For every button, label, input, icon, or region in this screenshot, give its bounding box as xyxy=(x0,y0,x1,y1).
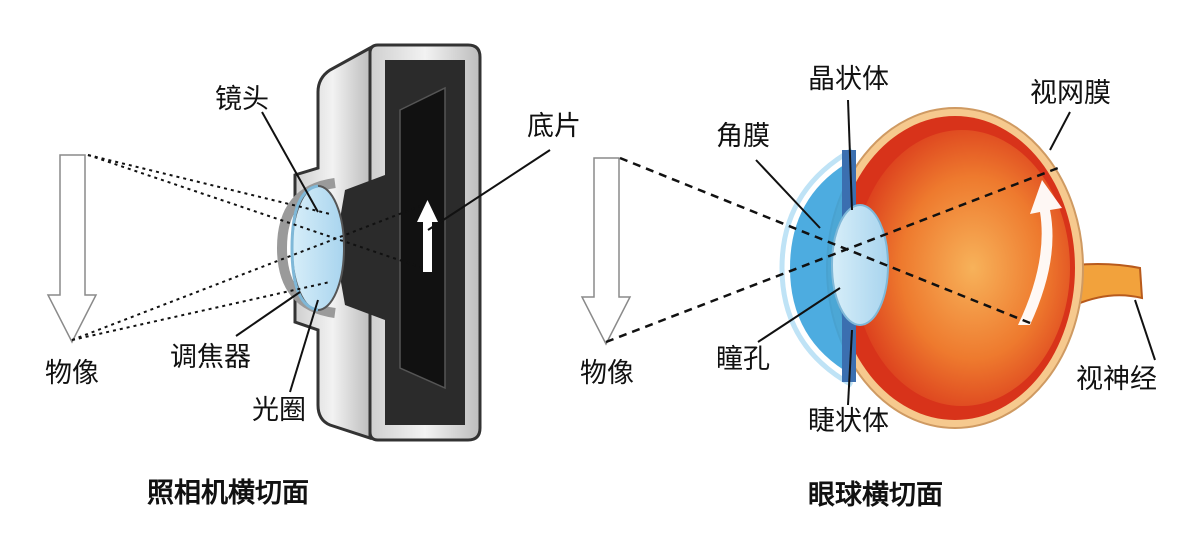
eye-light-rays xyxy=(605,156,1059,344)
label-camera-focus: 调焦器 xyxy=(170,342,251,373)
eye-object-arrow xyxy=(580,157,632,346)
eye-illustration xyxy=(580,99,1156,429)
label-eye-object: 物像 xyxy=(580,358,634,389)
camera-image-arrow xyxy=(417,200,438,272)
cornea-outline xyxy=(779,147,854,388)
camera-leader-lines xyxy=(235,111,551,393)
label-eye-pupil: 瞳孔 xyxy=(716,344,770,375)
eyeball-vitreous xyxy=(854,130,1070,406)
label-camera-aperture: 光圈 xyxy=(252,395,306,426)
camera-object-arrow xyxy=(46,154,98,344)
camera-illustration xyxy=(46,43,551,442)
camera-film-plate xyxy=(399,86,446,390)
eye-image-arrow xyxy=(1018,180,1062,325)
label-eye-cornea: 角膜 xyxy=(716,121,770,152)
camera-lens xyxy=(291,185,345,311)
caption-eye: 眼球横切面 xyxy=(808,480,943,511)
label-eye-lens: 晶状体 xyxy=(808,64,889,95)
iris-bottom xyxy=(842,312,856,382)
optic-nerve xyxy=(1074,263,1144,307)
label-eye-optic-nerve: 视神经 xyxy=(1076,364,1157,395)
caption-camera: 照相机横切面 xyxy=(147,478,309,509)
camera-light-rays xyxy=(71,154,424,341)
label-eye-retina: 视网膜 xyxy=(1030,78,1111,109)
label-eye-ciliary: 睫状体 xyxy=(808,406,889,437)
label-camera-object: 物像 xyxy=(45,358,99,389)
camera-lens-front xyxy=(290,184,319,312)
eye-leader-lines xyxy=(755,99,1156,406)
label-camera-lens: 镜头 xyxy=(215,84,269,115)
label-camera-film: 底片 xyxy=(527,111,581,142)
crystalline-lens xyxy=(831,204,889,326)
